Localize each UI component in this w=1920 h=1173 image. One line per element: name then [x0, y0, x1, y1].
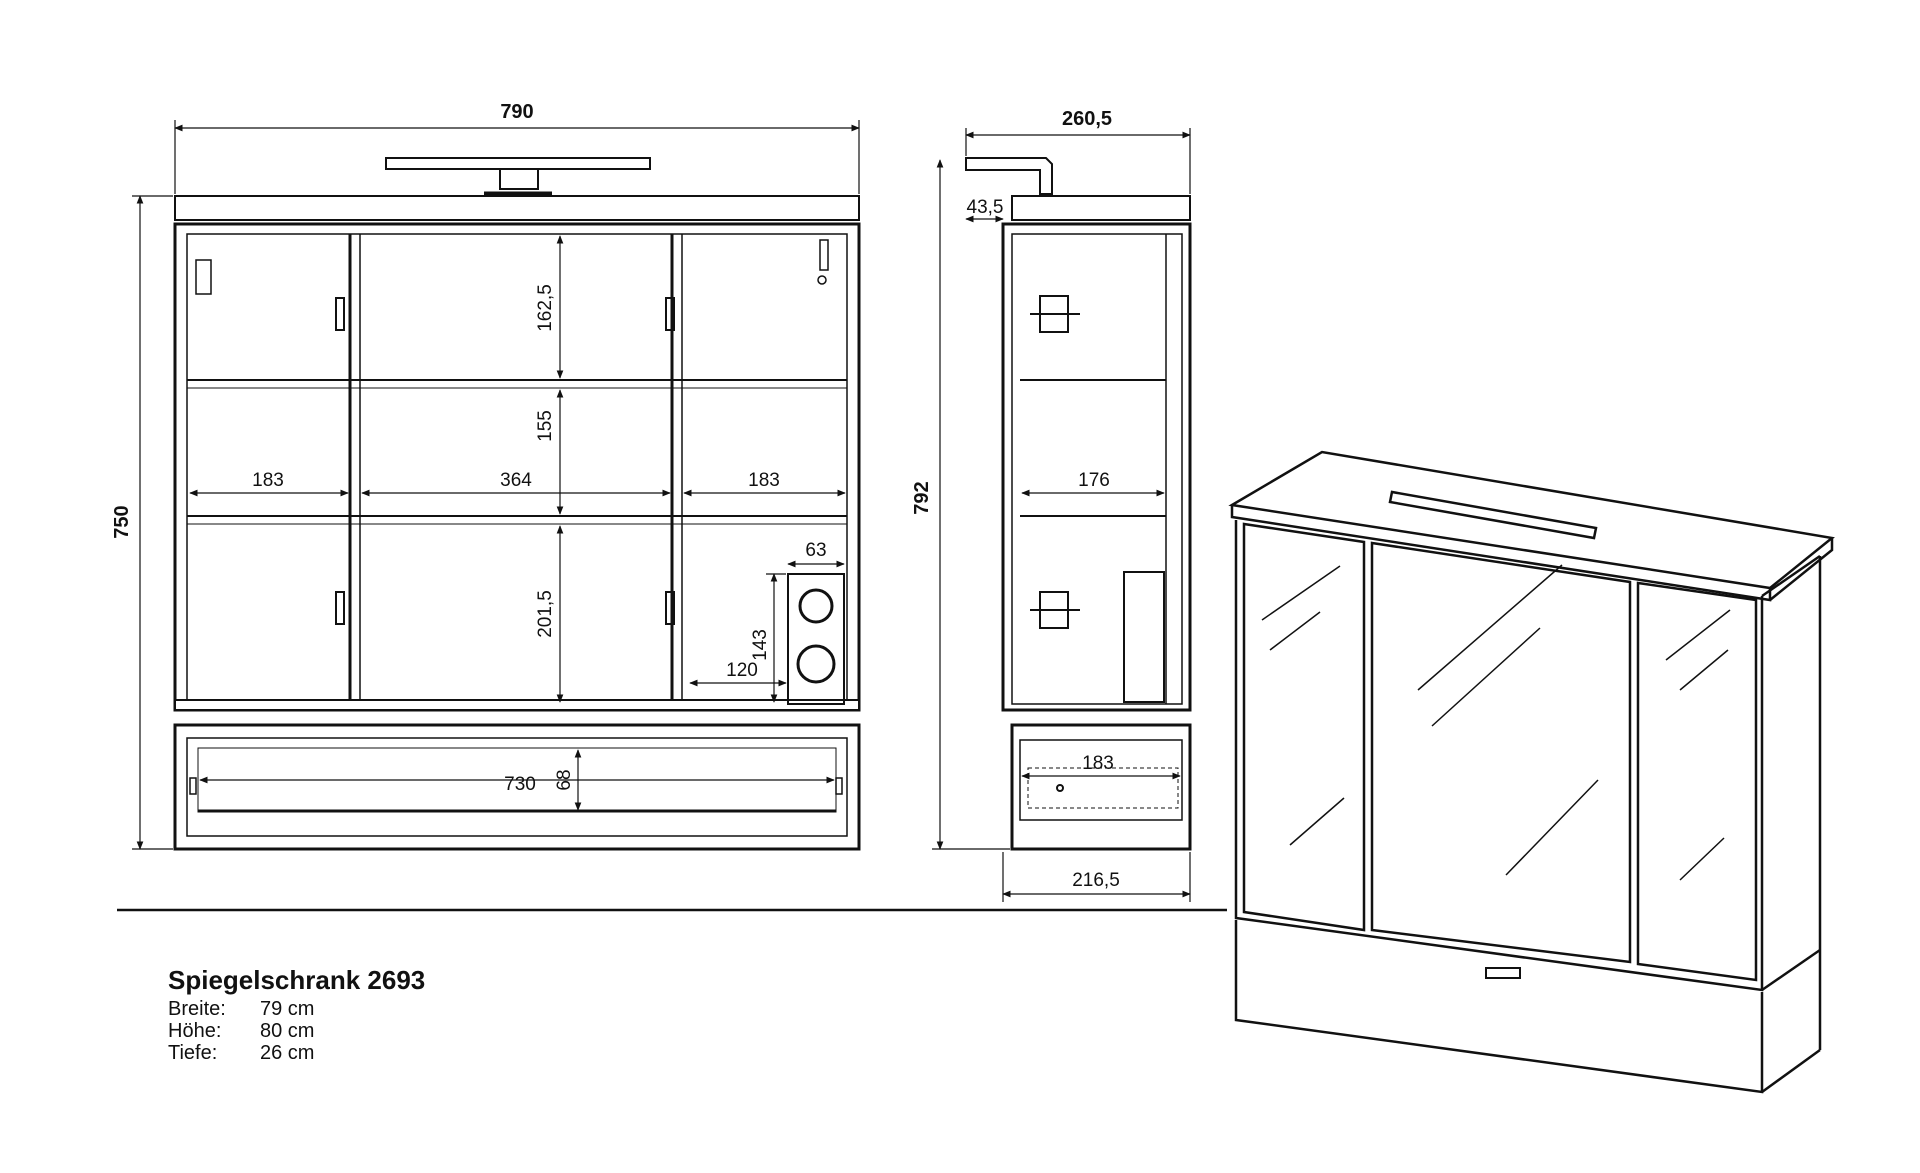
side-lamp — [965, 157, 1053, 195]
persp-body — [1234, 520, 1764, 992]
mirror-reflections — [1261, 564, 1731, 881]
perspective-view — [1228, 450, 1835, 1094]
side-hinges — [1030, 295, 1080, 629]
dim-shelf-middle: 155 — [535, 410, 556, 442]
dim-shelf-bottom: 201,5 — [535, 590, 556, 638]
side-view — [965, 157, 1192, 851]
spec-label: Tiefe: — [168, 1042, 218, 1064]
dim-compartment-left: 183 — [252, 470, 284, 491]
dim-lamp-offset: 43,5 — [967, 197, 1004, 218]
dim-depth-total: 260,5 — [1062, 108, 1112, 130]
dim-drawer-depth: 183 — [1082, 753, 1114, 774]
side-body — [1001, 222, 1192, 712]
persp-door-right — [1636, 581, 1758, 982]
persp-lamp — [1388, 490, 1598, 540]
front-dimensions — [132, 120, 860, 850]
dim-drawer-width: 730 — [504, 774, 536, 795]
dim-side-height: 792 — [911, 481, 933, 514]
lamp-stem — [499, 168, 539, 190]
persp-door-left — [1242, 522, 1366, 932]
hinges — [335, 297, 675, 625]
drawer-base — [173, 723, 861, 851]
spec-label: Breite: — [168, 998, 226, 1020]
dim-socket-offset: 120 — [726, 660, 758, 681]
dim-socket-width: 63 — [805, 540, 826, 561]
dim-body-depth: 216,5 — [1072, 870, 1120, 891]
dim-width: 790 — [500, 101, 533, 123]
spec-value: 80 cm — [260, 1020, 315, 1042]
persp-drawer — [1234, 920, 1764, 1094]
spec-value: 79 cm — [260, 998, 315, 1020]
dim-height: 750 — [111, 505, 133, 538]
product-title: Spiegelschrank 2693 — [168, 965, 426, 995]
switch — [195, 259, 212, 295]
side-dimensions — [932, 128, 1191, 902]
socket-box — [787, 573, 845, 705]
spec-label: Höhe: — [168, 1020, 222, 1042]
front-view — [173, 157, 861, 851]
dim-compartment-right: 183 — [748, 470, 780, 491]
persp-door-middle — [1370, 541, 1632, 964]
dim-inner-depth: 176 — [1078, 470, 1110, 491]
lamp — [385, 157, 651, 170]
spec-row-depth: Tiefe: 26 cm — [168, 1042, 425, 1064]
dim-shelf-top: 162,5 — [535, 284, 556, 332]
spec-row-width: Breite: 79 cm — [168, 998, 425, 1020]
product-info: Spiegelschrank 2693 Breite: 79 cm Höhe: … — [168, 965, 425, 1064]
side-socket — [1123, 571, 1165, 703]
dim-drawer-height: 68 — [554, 769, 575, 790]
dim-compartment-middle: 364 — [500, 470, 532, 491]
top-board — [174, 195, 860, 221]
spec-row-height: Höhe: 80 cm — [168, 1020, 425, 1042]
dim-socket-height: 143 — [750, 629, 771, 661]
spec-value: 26 cm — [260, 1042, 315, 1064]
